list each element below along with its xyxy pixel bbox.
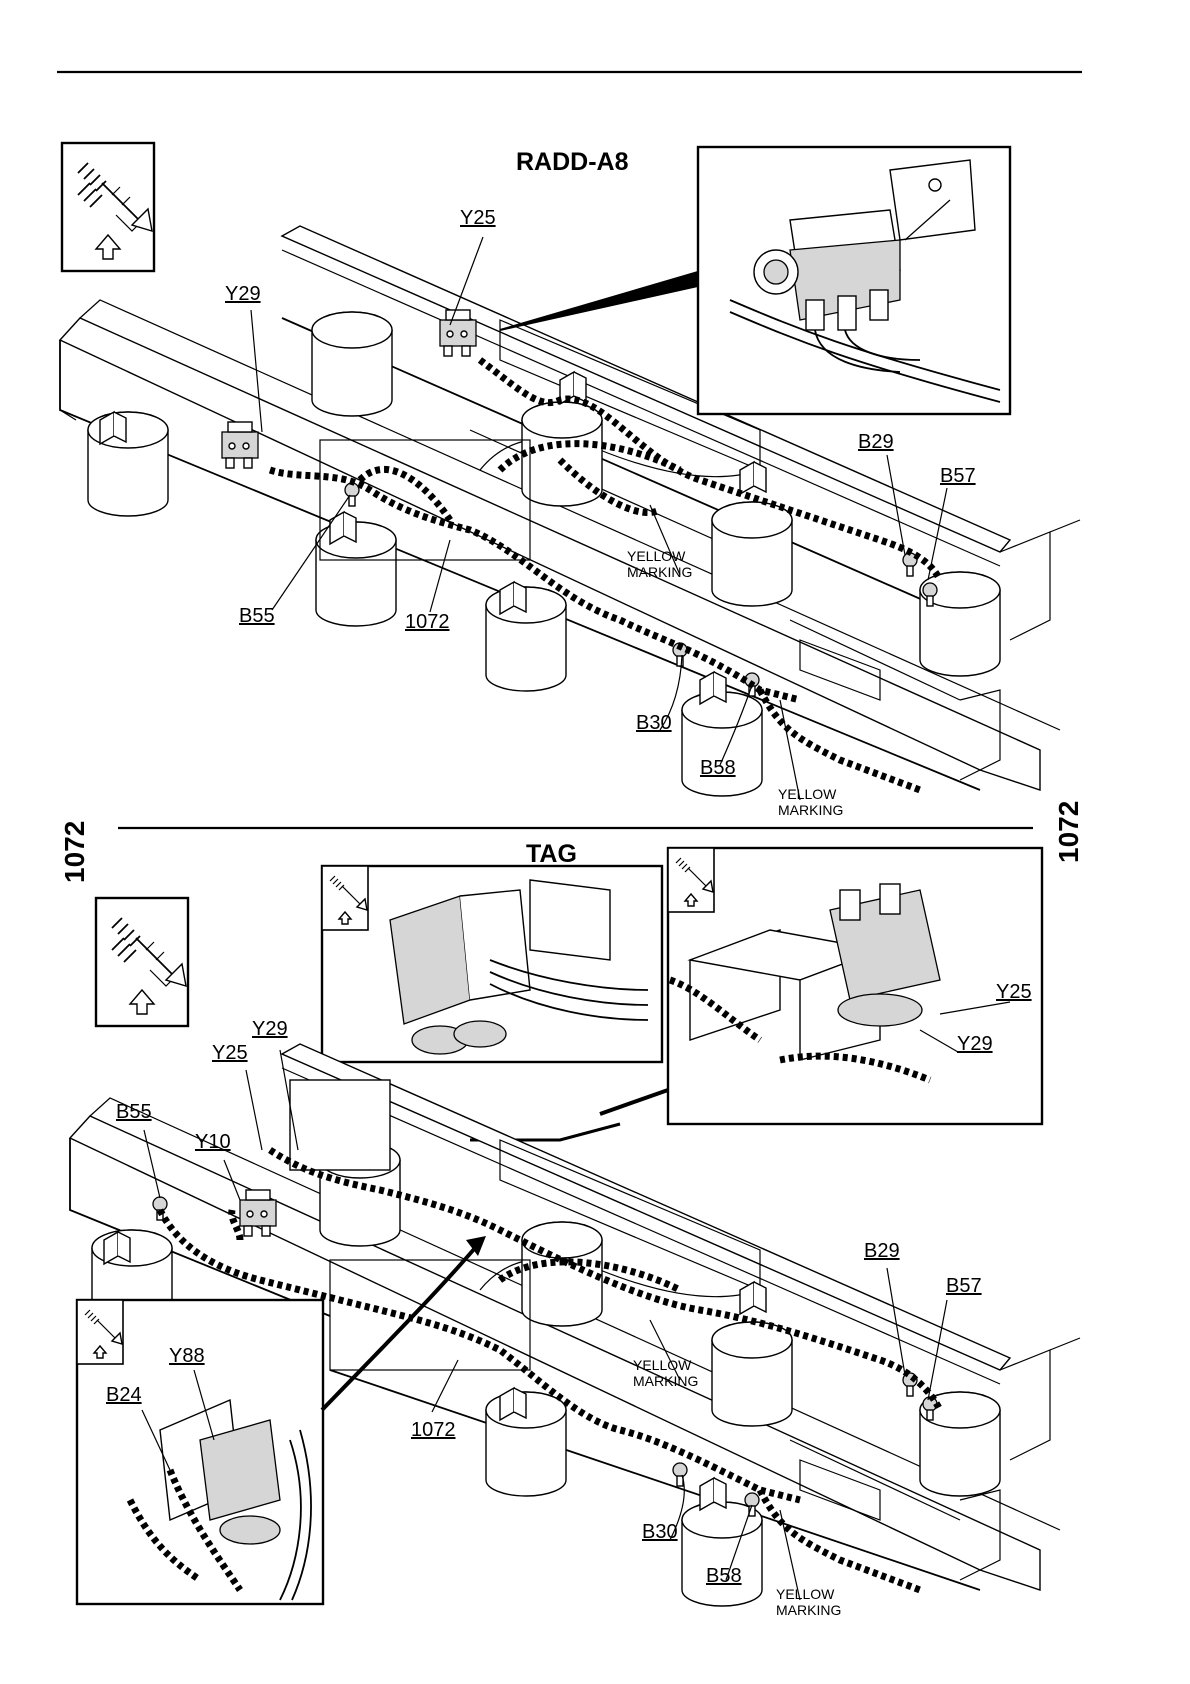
bottom-label-b30: B30 — [642, 1522, 678, 1542]
bottom-label-y25: Y25 — [212, 1043, 248, 1063]
bottom-label-y88: Y88 — [169, 1346, 205, 1366]
top-yellow-marking-mid: YELLOW MARKING — [627, 548, 692, 580]
bottom-label-b24: B24 — [106, 1385, 142, 1405]
top-label-harness-1072: 1072 — [405, 612, 450, 632]
right-side-label: 1072 — [1055, 803, 1085, 863]
bottom-label-y29: Y29 — [252, 1019, 288, 1039]
bottom-diagram-title: TAG — [526, 841, 577, 867]
bottom-label-harness-1072: 1072 — [411, 1420, 456, 1440]
bottom-label-b57: B57 — [946, 1276, 982, 1296]
left-side-label: 1072 — [61, 823, 91, 883]
top-label-y25: Y25 — [460, 208, 496, 228]
top-label-b55: B55 — [239, 606, 275, 626]
bottom-label-y10: Y10 — [195, 1132, 231, 1152]
tag-inset-valve-bundle — [322, 866, 662, 1062]
top-label-y29: Y29 — [225, 284, 261, 304]
bottom-inset-label-y29: Y29 — [957, 1034, 993, 1054]
top-label-b29: B29 — [858, 432, 894, 452]
top-diagram-title: RADD-A8 — [516, 149, 629, 175]
top-label-b30: B30 — [636, 713, 672, 733]
bottom-label-b29: B29 — [864, 1241, 900, 1261]
bottom-inset-label-y25: Y25 — [996, 982, 1032, 1002]
top-yellow-marking-low: YELLOW MARKING — [778, 786, 843, 818]
bottom-label-b55: B55 — [116, 1102, 152, 1122]
top-label-b57: B57 — [940, 466, 976, 486]
top-label-b58: B58 — [700, 758, 736, 778]
bottom-yellow-marking-low: YELLOW MARKING — [776, 1586, 841, 1618]
bottom-label-b58: B58 — [706, 1566, 742, 1586]
bottom-yellow-marking-mid: YELLOW MARKING — [633, 1357, 698, 1389]
